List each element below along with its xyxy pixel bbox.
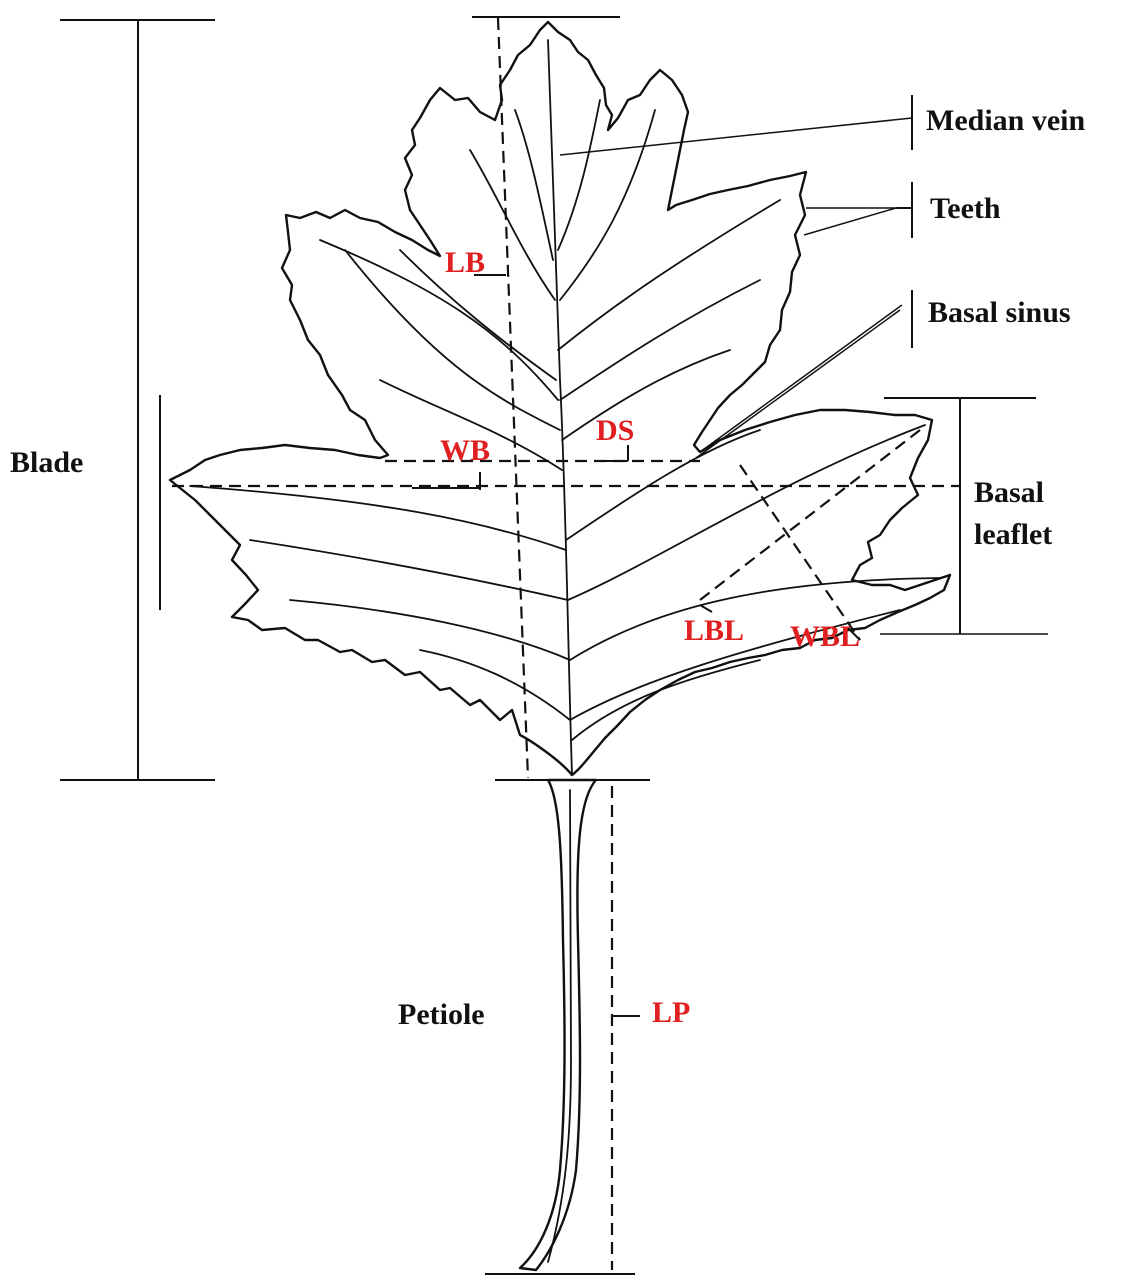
label-basal-sinus: Basal sinus (928, 296, 1071, 329)
label-blade: Blade (10, 446, 83, 479)
label-basal-leaflet-line2: leaflet (974, 518, 1052, 551)
petiole-outline (520, 780, 596, 1270)
label-teeth: Teeth (930, 192, 1001, 225)
label-basal-leaflet-line1: Basal (974, 476, 1044, 509)
label-median-vein: Median vein (926, 104, 1085, 137)
measure-label-lb: LB (445, 246, 485, 279)
blade-bracket (60, 20, 215, 780)
measure-label-lbl: LBL (684, 614, 744, 647)
measure-label-lp: LP (652, 996, 690, 1029)
measure-label-wb: WB (440, 434, 490, 467)
measure-label-wbl: WBL (790, 620, 860, 653)
label-petiole: Petiole (398, 998, 485, 1031)
measure-label-ds: DS (596, 414, 634, 447)
